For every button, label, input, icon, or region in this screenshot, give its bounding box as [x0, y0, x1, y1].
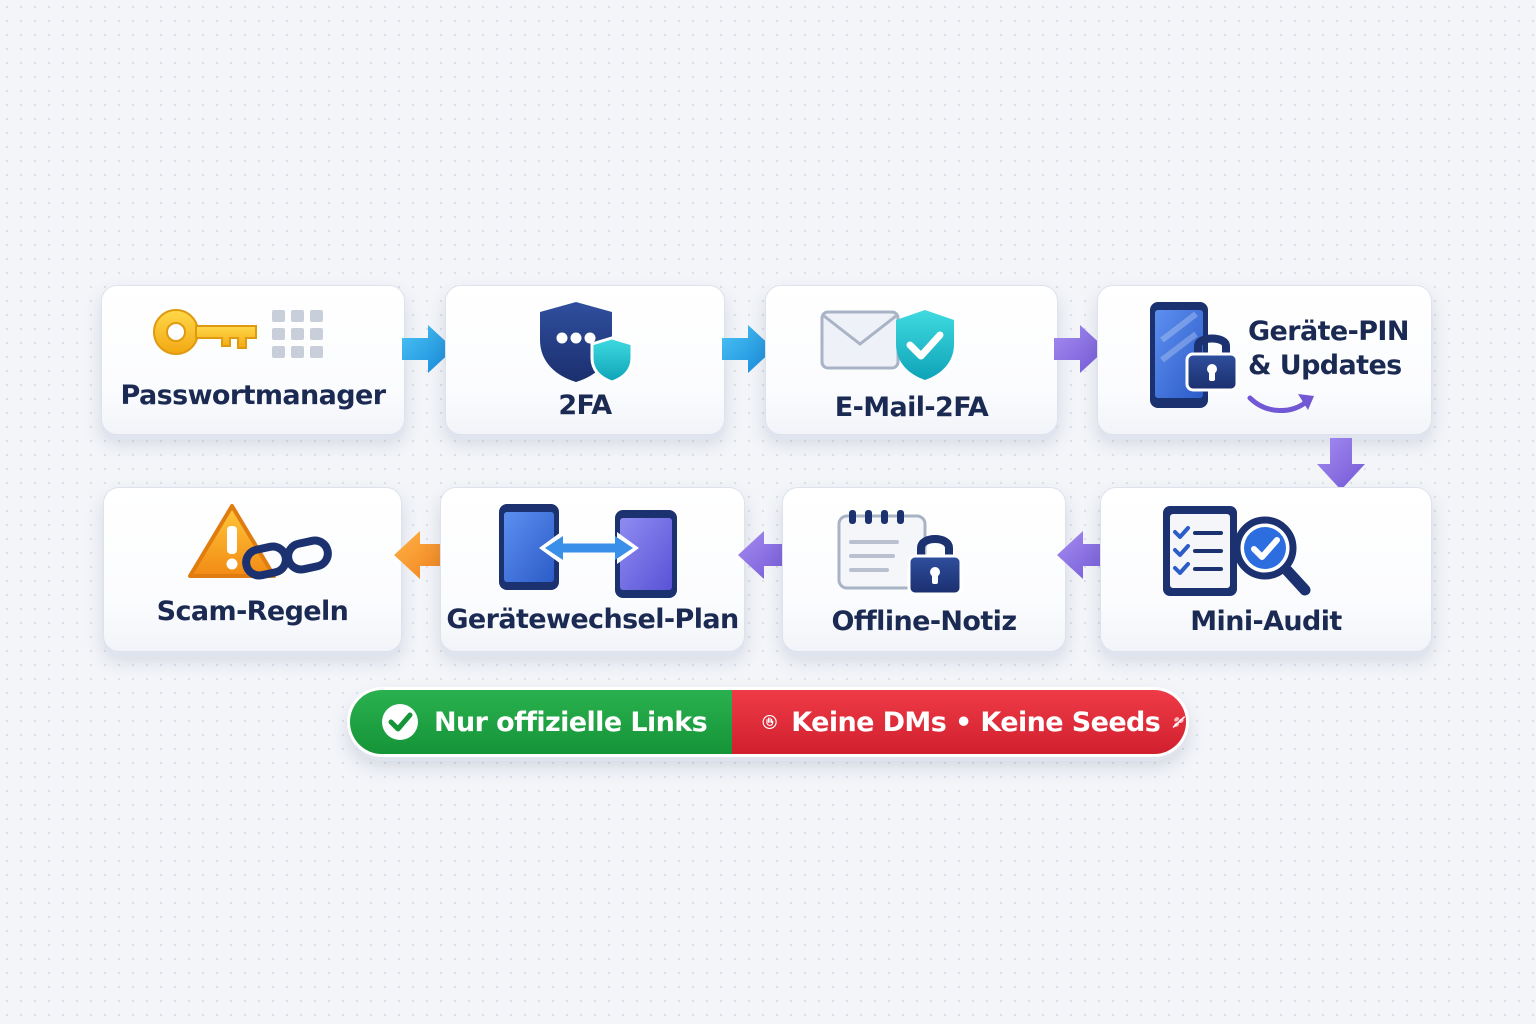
step-label-scam-regeln: Scam-Regeln: [156, 596, 349, 627]
step-label-mini-audit: Mini-Audit: [1190, 606, 1342, 637]
step-label-geraete-pin-line2: & Updates: [1248, 350, 1402, 381]
notepad-icon: [837, 510, 927, 590]
step-label-2fa: 2FA: [558, 390, 612, 421]
refresh-arrow-icon: [1247, 394, 1314, 414]
arrow-left-icon: [394, 531, 446, 579]
magnifier-check-icon: [1233, 516, 1311, 596]
two-phones-icon: [499, 504, 677, 598]
step-card-2fa[interactable]: 2FA: [445, 285, 725, 435]
padlock-icon: [907, 535, 963, 596]
stop-hand-icon: [762, 714, 777, 730]
arrow-left-icon: [738, 531, 790, 579]
shield-dots-icon: [540, 302, 634, 384]
banner-positive-text: Nur offizielle Links: [434, 706, 708, 738]
arrow-down-icon: [1317, 438, 1365, 490]
step-label-email-2fa: E-Mail-2FA: [834, 392, 989, 423]
banner-negative-text: Keine DMs • Keine Seeds: [791, 706, 1161, 738]
chain-link-icon: [242, 536, 332, 580]
rules-banner: Nur offizielle Links Keine DMs • Keine S…: [350, 690, 1186, 754]
swap-arrow-icon: [539, 532, 639, 564]
step-card-offline-notiz[interactable]: Offline-Notiz: [782, 487, 1066, 652]
step-card-email-2fa[interactable]: E-Mail-2FA: [765, 285, 1058, 435]
arrow-right-icon: [722, 325, 774, 373]
step-label-geraete-pin-line1: Geräte-PIN: [1248, 316, 1409, 347]
step-card-scam-regeln[interactable]: Scam-Regeln: [103, 487, 402, 652]
step-label-offline-notiz: Offline-Notiz: [831, 606, 1018, 637]
step-card-passwortmanager[interactable]: Passwortmanager: [101, 285, 405, 435]
checklist-icon: [1163, 506, 1237, 596]
banner-negative: Keine DMs • Keine Seeds: [732, 690, 1186, 754]
step-label-passwortmanager: Passwortmanager: [120, 380, 386, 411]
envelope-icon: [820, 310, 900, 370]
step-label-geraetewechsel: Gerätewechsel-Plan: [446, 604, 739, 635]
key-icon: [153, 309, 257, 355]
arrow-right-icon: [1054, 325, 1106, 373]
keypad-icon: [272, 310, 323, 358]
step-card-geraete-pin[interactable]: Geräte-PIN & Updates: [1097, 285, 1432, 435]
check-circle-icon: [382, 704, 418, 740]
padlock-icon: [1185, 334, 1239, 392]
arrow-left-icon: [1057, 531, 1109, 579]
shield-check-icon: [896, 310, 954, 380]
crossed-seeds-icon: [1173, 716, 1186, 728]
banner-positive: Nur offizielle Links: [350, 690, 732, 754]
step-card-mini-audit[interactable]: Mini-Audit: [1100, 487, 1432, 652]
warning-icon: [188, 504, 276, 578]
arrow-right-icon: [402, 325, 454, 373]
step-card-geraetewechsel[interactable]: Gerätewechsel-Plan: [440, 487, 745, 652]
